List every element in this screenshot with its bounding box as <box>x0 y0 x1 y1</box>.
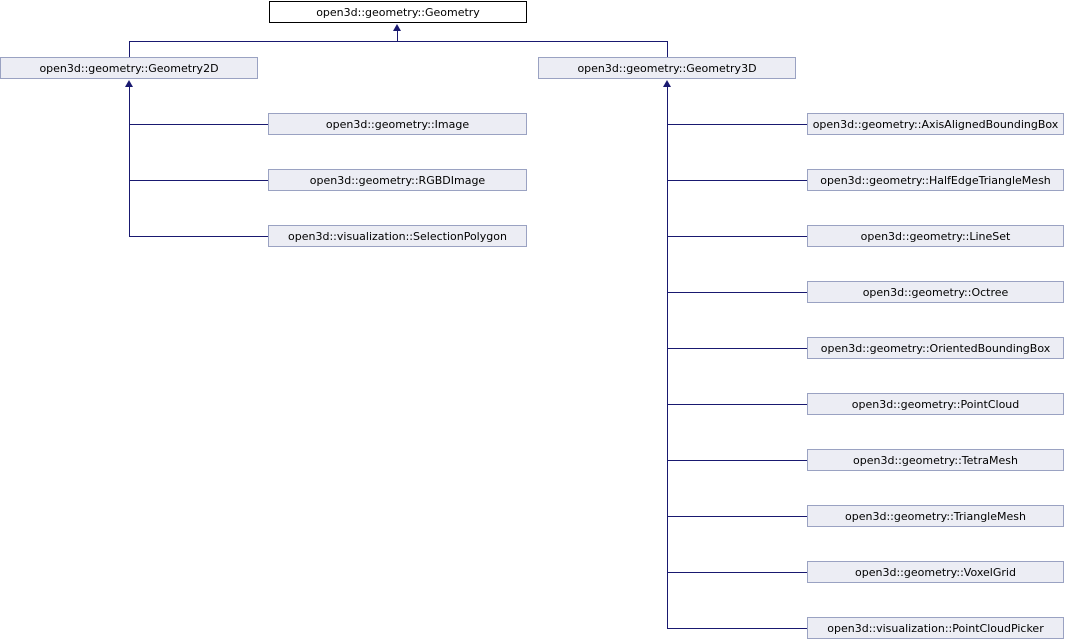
node-lineset[interactable]: open3d::geometry::LineSet <box>807 225 1064 247</box>
edge-trunk-geometry2d <box>129 86 130 237</box>
edge-branch <box>667 516 807 517</box>
edge-drop-geometry2d <box>129 41 130 57</box>
node-geometry2d[interactable]: open3d::geometry::Geometry2D <box>0 57 258 79</box>
node-halfedgetrianglemesh[interactable]: open3d::geometry::HalfEdgeTriangleMesh <box>807 169 1064 191</box>
edge-branch <box>667 460 807 461</box>
edge-drop-geometry3d <box>667 41 668 57</box>
inheritance-arrow-icon <box>663 80 671 87</box>
node-image[interactable]: open3d::geometry::Image <box>268 113 527 135</box>
node-voxelgrid[interactable]: open3d::geometry::VoxelGrid <box>807 561 1064 583</box>
edge-branch <box>667 124 807 125</box>
node-trianglemesh[interactable]: open3d::geometry::TriangleMesh <box>807 505 1064 527</box>
edge-branch <box>129 180 268 181</box>
edge-branch <box>667 180 807 181</box>
node-selectionpolygon[interactable]: open3d::visualization::SelectionPolygon <box>268 225 527 247</box>
node-tetramesh[interactable]: open3d::geometry::TetraMesh <box>807 449 1064 471</box>
edge-trunk-geometry3d <box>667 86 668 629</box>
edge-root-split <box>129 41 668 42</box>
edge-branch <box>667 404 807 405</box>
node-geometry3d[interactable]: open3d::geometry::Geometry3D <box>538 57 796 79</box>
edge-root-stub <box>397 30 398 42</box>
edge-branch <box>129 236 268 237</box>
node-orientedboundingbox[interactable]: open3d::geometry::OrientedBoundingBox <box>807 337 1064 359</box>
node-octree[interactable]: open3d::geometry::Octree <box>807 281 1064 303</box>
inheritance-arrow-icon <box>393 24 401 31</box>
node-pointcloud[interactable]: open3d::geometry::PointCloud <box>807 393 1064 415</box>
edge-branch <box>667 292 807 293</box>
node-axisalignedboundingbox[interactable]: open3d::geometry::AxisAlignedBoundingBox <box>807 113 1064 135</box>
edge-branch <box>667 236 807 237</box>
edge-branch <box>129 124 268 125</box>
node-rgbdimage[interactable]: open3d::geometry::RGBDImage <box>268 169 527 191</box>
inheritance-arrow-icon <box>125 80 133 87</box>
node-pointcloudpicker[interactable]: open3d::visualization::PointCloudPicker <box>807 617 1064 639</box>
edge-branch <box>667 628 807 629</box>
node-geometry[interactable]: open3d::geometry::Geometry <box>269 1 527 23</box>
edge-branch <box>667 572 807 573</box>
edge-branch <box>667 348 807 349</box>
